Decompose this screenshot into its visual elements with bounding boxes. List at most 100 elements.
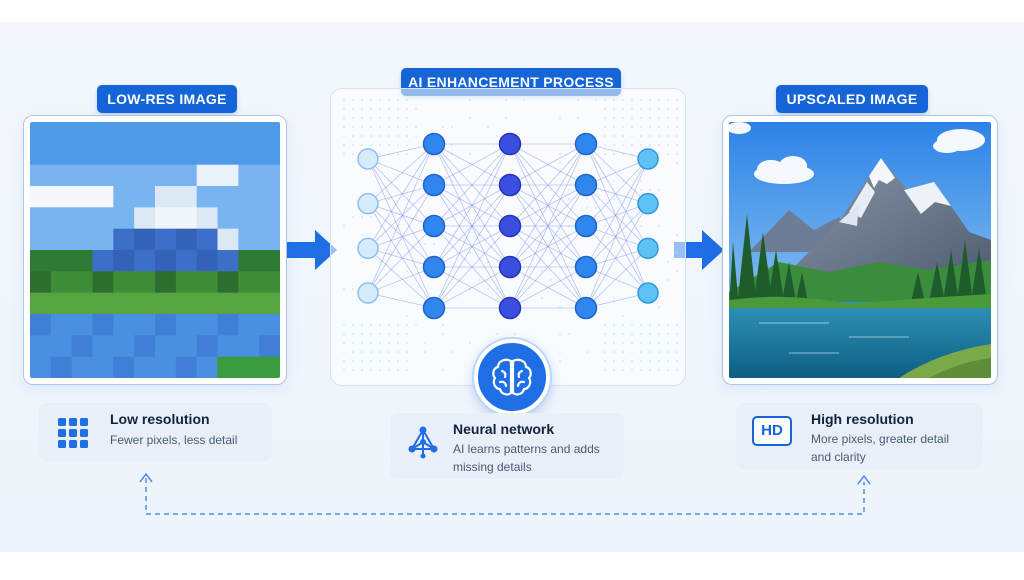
background-dot xyxy=(676,135,678,137)
background-dot xyxy=(388,252,390,254)
background-dot xyxy=(640,99,642,101)
background-dot xyxy=(604,108,606,110)
background-dot xyxy=(604,351,606,353)
background-dot xyxy=(406,333,408,335)
background-dot xyxy=(631,216,633,218)
background-dot xyxy=(595,99,597,101)
background-dot xyxy=(361,99,363,101)
pixel-block xyxy=(218,250,239,272)
background-dot xyxy=(379,342,381,344)
low-resolution-card: Low resolution Fewer pixels, less detail xyxy=(38,403,272,461)
background-dot xyxy=(622,315,624,317)
background-dot xyxy=(667,351,669,353)
background-dot xyxy=(658,108,660,110)
background-dot xyxy=(631,99,633,101)
background-dot xyxy=(406,153,408,155)
pixel-block xyxy=(72,335,93,357)
background-dot xyxy=(676,342,678,344)
pixel-block xyxy=(30,122,51,144)
pixel-block xyxy=(72,186,93,208)
background-dot xyxy=(640,117,642,119)
pixel-block xyxy=(238,122,259,144)
network-node xyxy=(424,298,445,319)
background-dot xyxy=(613,153,615,155)
background-dot xyxy=(361,342,363,344)
background-dot xyxy=(469,342,471,344)
pixel-block xyxy=(72,122,93,144)
background-dot xyxy=(667,144,669,146)
pixel-block xyxy=(176,165,197,187)
network-edge xyxy=(586,159,648,226)
pixel-block xyxy=(155,122,176,144)
neural-network-desc-line1: AI learns patterns and adds xyxy=(453,440,600,458)
upscaled-label: UPSCALED IMAGE xyxy=(776,85,928,113)
background-dot xyxy=(676,252,678,254)
background-dot xyxy=(352,360,354,362)
pixel-block xyxy=(51,229,72,251)
pixel-block xyxy=(93,143,114,165)
background-dot xyxy=(649,135,651,137)
pixel-block xyxy=(93,122,114,144)
pixel-block xyxy=(93,165,114,187)
pixel-block xyxy=(93,250,114,272)
background-dot xyxy=(406,315,408,317)
background-dot xyxy=(550,189,552,191)
background-dot xyxy=(424,243,426,245)
background-dot xyxy=(397,351,399,353)
pixel-block xyxy=(155,165,176,187)
background-dot xyxy=(676,99,678,101)
high-resolution-desc-line1: More pixels, greater detail xyxy=(811,430,949,448)
background-dot xyxy=(667,369,669,371)
background-dot xyxy=(676,234,678,236)
background-dot xyxy=(631,117,633,119)
background-dot xyxy=(613,351,615,353)
background-dot xyxy=(361,360,363,362)
network-node xyxy=(576,298,597,319)
background-dot xyxy=(352,135,354,137)
background-dot xyxy=(622,369,624,371)
background-dot xyxy=(631,360,633,362)
pixel-block xyxy=(197,165,218,187)
background-dot xyxy=(559,360,561,362)
background-dot xyxy=(442,333,444,335)
background-dot xyxy=(658,369,660,371)
background-dot xyxy=(649,189,651,191)
network-node xyxy=(638,149,658,169)
background-dot xyxy=(631,144,633,146)
pixel-block xyxy=(51,335,72,357)
background-dot xyxy=(622,333,624,335)
pixel-block xyxy=(197,186,218,208)
pixel-grid-icon xyxy=(58,418,88,448)
neural-network-title: Neural network xyxy=(453,421,554,437)
background-dot xyxy=(658,324,660,326)
network-node xyxy=(576,216,597,237)
network-nodes-icon xyxy=(406,425,440,459)
background-dot xyxy=(352,153,354,155)
pixel-block xyxy=(113,165,134,187)
network-node xyxy=(576,134,597,155)
background-dot xyxy=(667,342,669,344)
background-dot xyxy=(379,324,381,326)
pixel-block xyxy=(218,229,239,251)
background-dot xyxy=(361,261,363,263)
background-dot xyxy=(361,108,363,110)
background-dot xyxy=(604,126,606,128)
background-dot xyxy=(658,153,660,155)
background-dot xyxy=(397,108,399,110)
background-dot xyxy=(613,144,615,146)
background-dot xyxy=(361,351,363,353)
pixel-block xyxy=(72,250,93,272)
pixel-block xyxy=(238,186,259,208)
pixel-block xyxy=(197,271,218,293)
background-dot xyxy=(388,135,390,137)
background-dot xyxy=(469,252,471,254)
background-dot xyxy=(352,369,354,371)
background-dot xyxy=(352,324,354,326)
background-dot xyxy=(532,207,534,209)
background-dot xyxy=(415,108,417,110)
background-dot xyxy=(505,99,507,101)
background-dot xyxy=(676,153,678,155)
network-node xyxy=(358,238,378,258)
background-dot xyxy=(397,126,399,128)
pixel-block xyxy=(218,122,239,144)
